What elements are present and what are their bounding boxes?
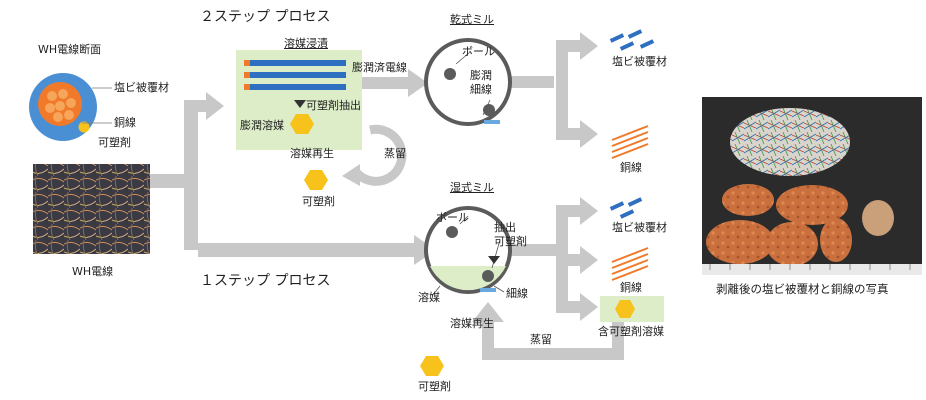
copper-output-icon-bottom: [611, 247, 649, 281]
pvc-output-bottom-label: 塩ビ被覆材: [612, 221, 667, 234]
dry-mill-ball-2: [483, 104, 495, 116]
plasticizer-hex-output: [615, 300, 635, 318]
wet-mill-ball-2: [482, 270, 494, 282]
plasticizer-solvent-label: 含可塑剤溶媒: [598, 325, 664, 338]
wet-mill-ball-label: ボール: [436, 211, 469, 224]
wh-cross-section: [29, 73, 97, 141]
wet-mill-label: 湿式ミル: [450, 181, 494, 194]
wh-wire-label: WH電線: [72, 265, 114, 278]
dry-fine-wire-label: 細線: [470, 83, 492, 96]
regen-loop-top: [352, 124, 407, 186]
swollen-label: 膨潤: [470, 69, 492, 82]
one-step-process-title: １ステップ プロセス: [200, 273, 331, 289]
copper-output-bottom-label: 銅線: [620, 281, 642, 294]
swollen-wire-label: 膨潤済電線: [352, 61, 407, 74]
pvc-output-icon-bottom: [609, 197, 643, 219]
dry-mill-label: 乾式ミル: [450, 13, 494, 26]
solvent-regeneration-bottom-label: 溶媒再生: [450, 317, 494, 330]
plasticizer-hex-top: [304, 170, 328, 190]
plasticizer-label: 可塑剤: [98, 136, 131, 149]
pvc-sheath-label: 塩ビ被覆材: [114, 81, 169, 94]
plasticizer-hex-bottom: [420, 356, 444, 376]
immersed-cables: [244, 60, 346, 90]
copper-output-icon-top: [611, 125, 649, 159]
copper-output-top-label: 銅線: [620, 161, 642, 174]
result-photo: [702, 97, 922, 275]
flow-arrows: [150, 32, 624, 360]
pvc-output-top-label: 塩ビ被覆材: [612, 55, 667, 68]
distillation-top-label: 蒸留: [384, 147, 406, 160]
solvent-immersion-label: 溶媒浸漬: [284, 37, 328, 50]
plasticizer-hex-extracted: [290, 114, 314, 134]
distillation-bottom-label: 蒸留: [530, 333, 552, 346]
solvent-regeneration-top-label: 溶媒再生: [290, 147, 334, 160]
copper-wire-label: 銅線: [114, 116, 136, 129]
pvc-output-icon-top: [609, 29, 655, 51]
plasticizer-top-label: 可塑剤: [302, 195, 335, 208]
photo-caption: 剥離後の塩ビ被覆材と銅線の写真: [716, 282, 889, 296]
copper-wire-pile: [730, 108, 850, 176]
extraction-label: 抽出: [494, 221, 516, 234]
plasticizer-extraction-label: 可塑剤抽出: [306, 99, 361, 112]
wet-solvent-label: 溶媒: [418, 291, 440, 304]
wh-cross-section-label: WH電線断面: [38, 43, 102, 56]
two-step-process-title: ２ステップ プロセス: [200, 9, 331, 25]
wet-mill-ball-1: [446, 226, 458, 238]
dry-mill-ball-label: ボール: [462, 45, 495, 58]
plasticizer-dot: [78, 121, 90, 133]
wh-wire-photo: [33, 164, 150, 254]
swollen-solvent-label: 膨潤溶媒: [240, 119, 284, 132]
wet-fine-wire-label: 細線: [506, 287, 528, 300]
ruler: [702, 264, 922, 275]
plasticizer-bottom-label: 可塑剤: [418, 380, 451, 393]
dry-mill-ball-1: [444, 68, 456, 80]
wet-plasticizer-label: 可塑剤: [494, 235, 527, 248]
